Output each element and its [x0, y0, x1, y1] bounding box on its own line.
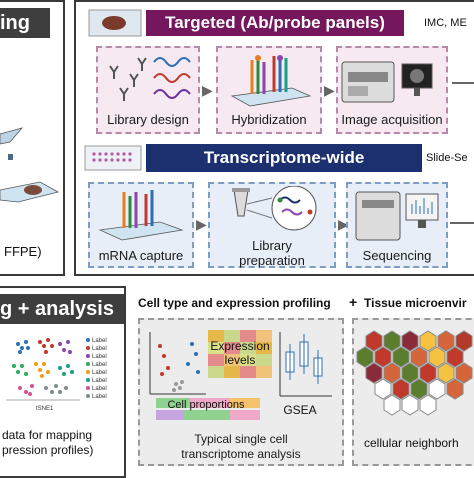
tsne-legend-5: Label [92, 370, 107, 376]
volcano-plot [149, 332, 206, 395]
sequencer-icon [355, 191, 439, 241]
single-cell-caption-line1: Typical single cell [194, 432, 288, 446]
tsne-points [12, 338, 74, 396]
targeted-side-label: IMC, ME [424, 17, 467, 29]
tsne-caption: data for mapping pression profiles) [2, 428, 93, 458]
expression-heatmap: Expression levels [208, 330, 272, 378]
hybridization-icon [230, 55, 312, 107]
tsne-legend-4: Label [92, 362, 107, 368]
sample-prep-header-text: ing [0, 12, 30, 34]
tsne-legend: Label Label Label Label Label Label Labe… [86, 338, 107, 400]
single-cell-figure: Expression levels GSEA Cell proportions [149, 330, 332, 420]
arrow-1: ▶ [202, 82, 213, 98]
neighborhood-caption: cellular neighborh [364, 436, 459, 450]
hybridization-label: Hybridization [231, 112, 307, 127]
tsne-caption-line2: pression profiles) [2, 443, 94, 457]
expression-label-line2: levels [225, 353, 256, 367]
transcriptome-side-label: Slide-Se [426, 152, 468, 164]
tsne-legend-7: Label [92, 386, 107, 392]
tsne-legend-2: Label [92, 346, 107, 352]
gsea-label: GSEA [283, 403, 316, 417]
arrow-6 [450, 222, 474, 224]
sample-prep-panel [0, 0, 65, 276]
tsne-legend-1: Label [92, 338, 107, 344]
library-prep-label-line2: preparation [239, 253, 305, 268]
analysis-header: g + analysis [0, 294, 124, 324]
library-design-label: Library design [107, 112, 189, 127]
targeted-header: Targeted (Ab/probe panels) [146, 10, 404, 36]
tsne-xlabel: tSNE1 [36, 406, 54, 412]
single-cell-caption: Typical single cell transcriptome analys… [138, 432, 344, 462]
arrow-3 [452, 82, 474, 84]
mrna-capture-icon [98, 190, 184, 241]
spatial-methods-panel [74, 0, 474, 276]
tissue-thumbnail-icon [88, 9, 142, 37]
hexagon-neighborhood [356, 330, 473, 416]
single-cell-caption-line2: transcriptome analysis [181, 447, 301, 461]
transcriptome-title: Transcriptome-wide [203, 148, 365, 167]
profiling-heading: Cell type and expression profiling [138, 296, 331, 310]
antibody-probes-icon [109, 57, 191, 101]
cell-proportion-bars: Cell proportions [156, 398, 260, 420]
gsea-boxplots: GSEA [279, 332, 332, 417]
library-prep-box [208, 182, 336, 268]
spot-array-icon [84, 145, 142, 171]
tsne-legend-8: Label [92, 394, 107, 400]
sample-prep-header: ing [0, 8, 50, 38]
library-tube-icon [232, 186, 317, 231]
tissue-slide-icon [0, 127, 60, 203]
analysis-header-text: g + analysis [0, 298, 114, 320]
tsne-caption-line1: data for mapping [2, 428, 93, 442]
expression-label-line1: Expression [210, 339, 269, 353]
mrna-capture-label: mRNA capture [98, 248, 184, 263]
library-prep-label: Library preparation [208, 238, 336, 268]
plus-sign: + [349, 294, 358, 310]
arrow-4: ▶ [196, 216, 207, 232]
tsne-legend-3: Label [92, 354, 107, 360]
tsne-legend-6: Label [92, 378, 107, 384]
transcriptome-header: Transcriptome-wide [146, 144, 422, 172]
arrow-2: ▶ [324, 82, 335, 98]
microenv-heading: Tissue microenvir [364, 296, 467, 310]
arrow-5: ▶ [338, 216, 349, 232]
library-prep-label-line1: Library [252, 238, 292, 253]
sequencing-label: Sequencing [362, 248, 432, 263]
sample-prep-caption: FFPE) [4, 244, 42, 259]
targeted-title: Targeted (Ab/probe panels) [165, 13, 385, 32]
cell-proportions-label: Cell proportions [167, 399, 245, 411]
imaging-instrument-icon [341, 61, 433, 103]
hybridization-box [216, 46, 322, 134]
tsne-plot: Label Label Label Label Label Label Labe… [6, 338, 107, 412]
image-acquisition-label: Image acquisition [341, 112, 443, 127]
